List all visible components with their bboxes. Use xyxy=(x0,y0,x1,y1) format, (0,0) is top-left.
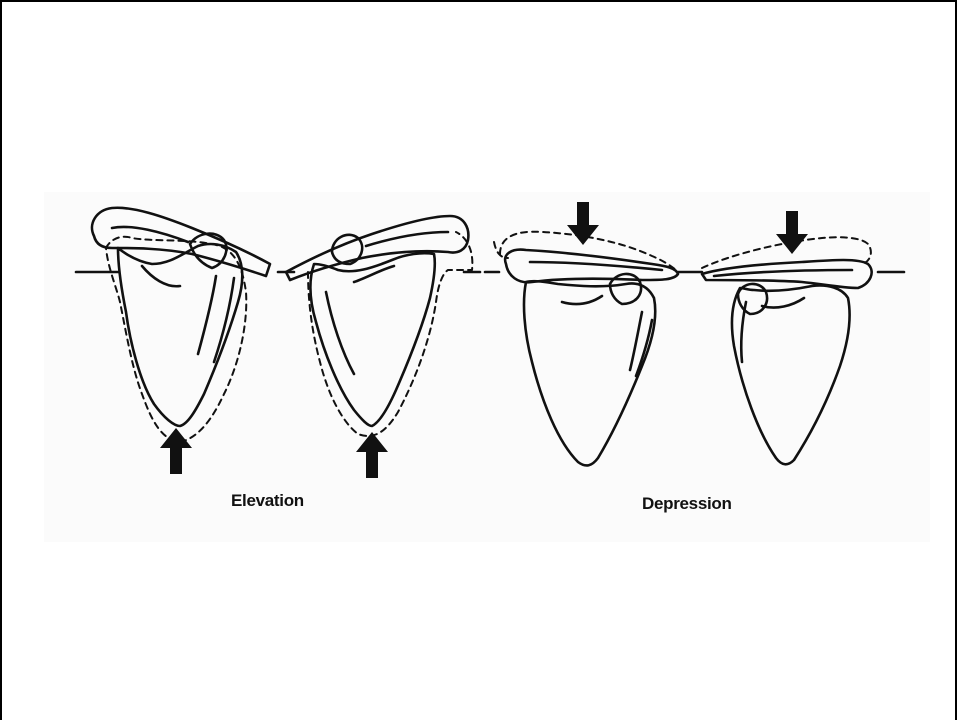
scapula-depression-right xyxy=(702,211,872,464)
arrow-down-icon xyxy=(567,202,599,245)
scapula-depression-left xyxy=(494,202,678,465)
scapula-elevation-left xyxy=(92,208,270,474)
arrow-up-icon xyxy=(356,432,388,478)
scapula-elevation-right xyxy=(286,216,472,478)
caption-depression: Depression xyxy=(642,494,732,514)
caption-elevation: Elevation xyxy=(231,491,304,511)
scapula-original-outline xyxy=(500,232,678,272)
arrow-down-icon xyxy=(776,211,808,254)
scapula-original-outline xyxy=(308,232,472,436)
